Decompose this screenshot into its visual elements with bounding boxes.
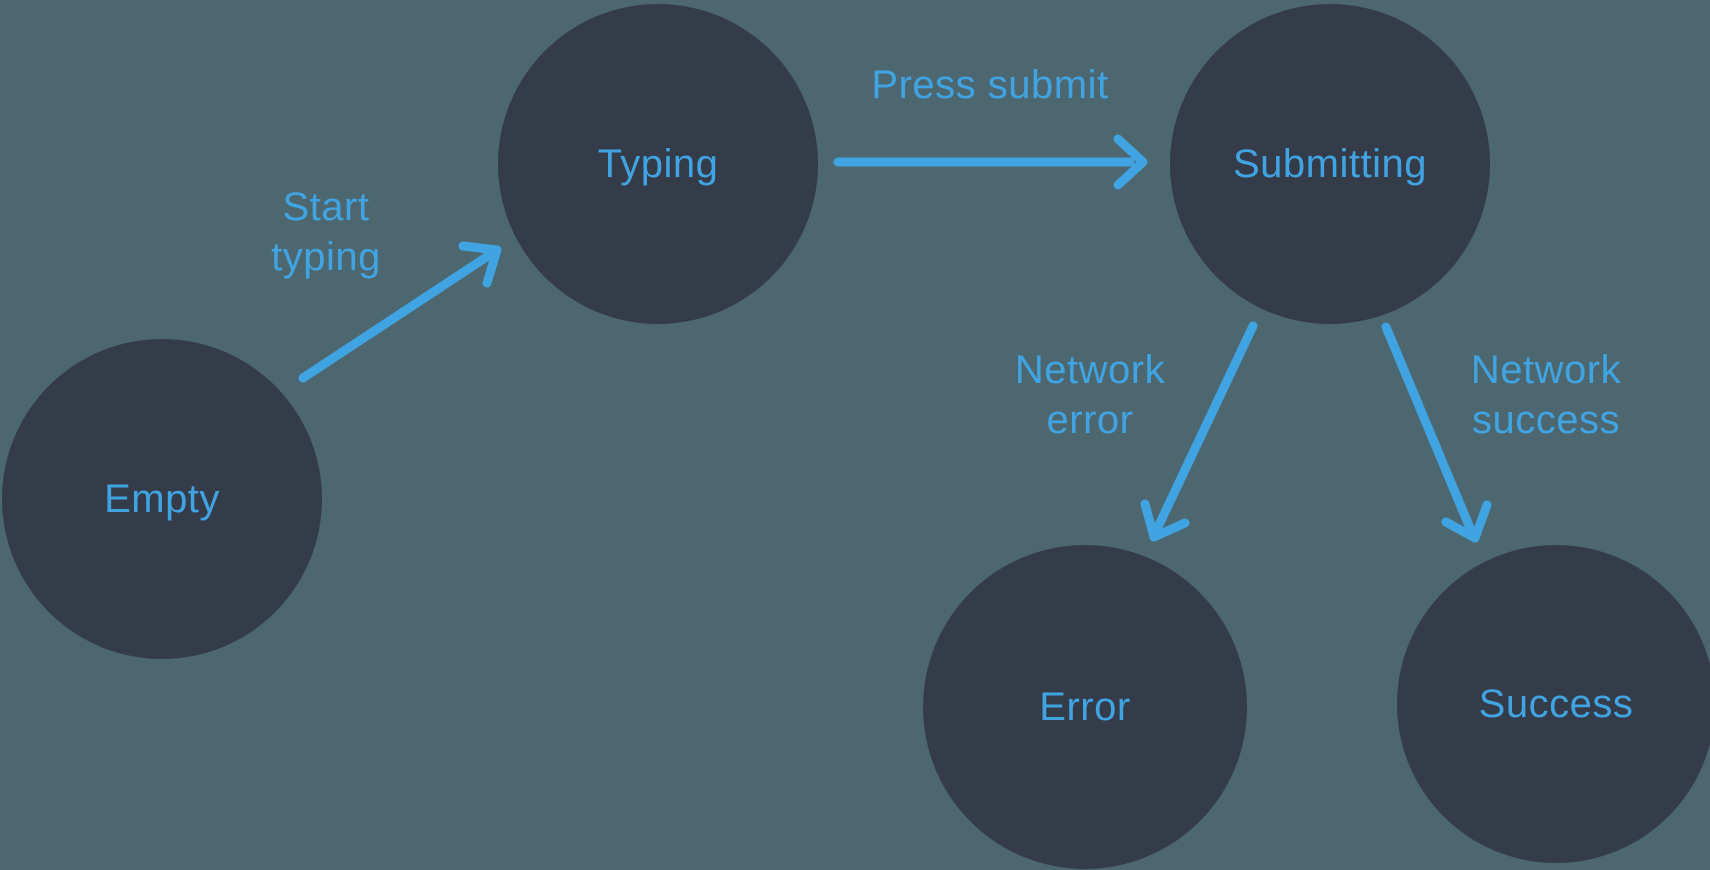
- arrow-line-network-error: [1153, 321, 1258, 532]
- state-node-success: Success: [1397, 545, 1710, 863]
- state-label-typing: Typing: [597, 141, 719, 186]
- arrow-line-start-typing: [298, 249, 496, 383]
- state-label-submitting: Submitting: [1233, 141, 1427, 186]
- arrowhead-start-typing-icon: [458, 241, 502, 288]
- edge-label-line: error: [1046, 398, 1134, 442]
- state-node-typing: Typing: [498, 4, 818, 324]
- edge-start-typing: [298, 241, 502, 383]
- edge-label-start-typing: Start typing: [271, 182, 381, 282]
- edge-label-line: Press submit: [871, 63, 1109, 107]
- state-node-empty: Empty: [2, 339, 322, 659]
- arrow-line-network-success: [1381, 322, 1475, 533]
- edge-press-submit: [833, 134, 1148, 190]
- edge-label-line: success: [1471, 398, 1620, 442]
- edge-label-line: Network: [1470, 348, 1622, 392]
- edge-label-line: Start: [282, 185, 370, 229]
- arrowhead-press-submit-icon: [1113, 134, 1148, 190]
- state-label-error: Error: [1039, 684, 1131, 729]
- edge-label-network-error: Network error: [1015, 345, 1165, 445]
- state-node-error: Error: [923, 545, 1247, 869]
- arrowhead-network-error-icon: [1140, 499, 1190, 542]
- edge-label-press-submit: Press submit: [871, 60, 1108, 110]
- edge-label-line: typing: [271, 235, 381, 279]
- state-node-submitting: Submitting: [1170, 4, 1490, 324]
- edge-label-network-success: Network success: [1471, 345, 1621, 445]
- state-label-success: Success: [1478, 681, 1634, 726]
- arrowhead-network-success-icon: [1441, 500, 1492, 543]
- edge-network-success: [1381, 322, 1492, 543]
- edge-network-error: [1140, 321, 1258, 542]
- edge-label-line: Network: [1014, 348, 1166, 392]
- state-label-empty: Empty: [104, 476, 220, 521]
